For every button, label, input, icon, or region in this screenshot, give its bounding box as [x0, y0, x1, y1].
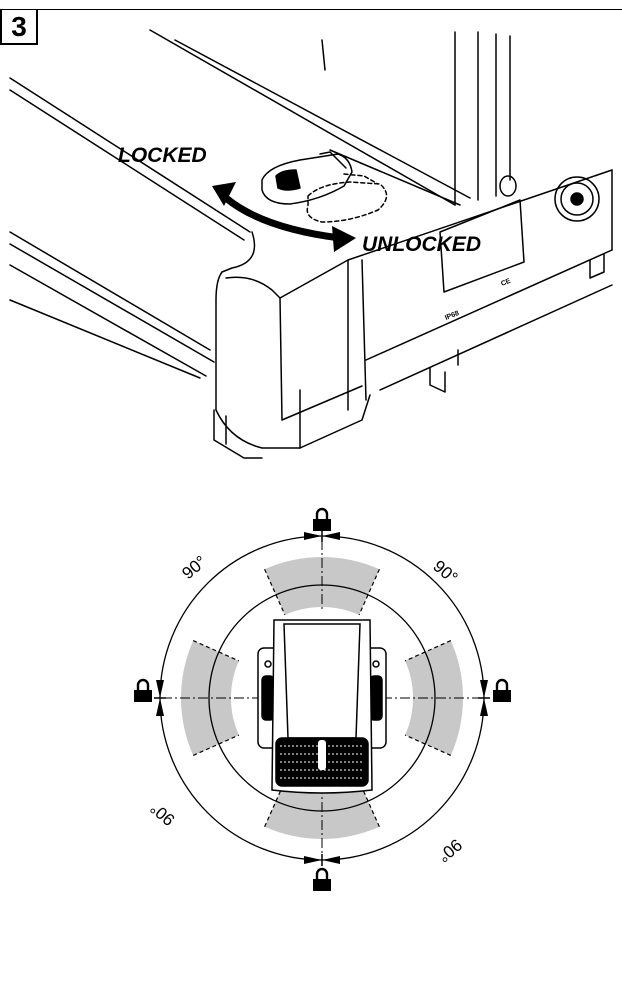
ce-mark: CE: [500, 278, 512, 288]
lock-icon: [313, 507, 331, 531]
mower-top-view: [257, 619, 387, 794]
angle-label-bottom-left: 90°: [147, 798, 179, 829]
inner-circle: [208, 584, 436, 812]
locking-sectors: [180, 556, 464, 840]
angle-label-top-right: 90°: [429, 557, 461, 588]
ip-rating-mark: IP68: [444, 310, 460, 322]
step-number-badge: 3: [0, 9, 38, 45]
angle-label-bottom-right: 90°: [434, 835, 466, 866]
label-locked: LOCKED: [118, 144, 207, 167]
lock-icon: [493, 678, 511, 702]
outer-circle: [159, 535, 485, 861]
lock-icon: [313, 867, 331, 891]
label-unlocked: UNLOCKED: [362, 233, 481, 256]
angle-label-top-left: 90°: [178, 552, 210, 583]
device-illustration: IP68 CE LOCKED UNLOCKED: [9, 29, 613, 459]
rotate-arrow-icon: [212, 182, 356, 252]
lock-icon: [134, 678, 152, 702]
header-rule: [0, 9, 622, 10]
